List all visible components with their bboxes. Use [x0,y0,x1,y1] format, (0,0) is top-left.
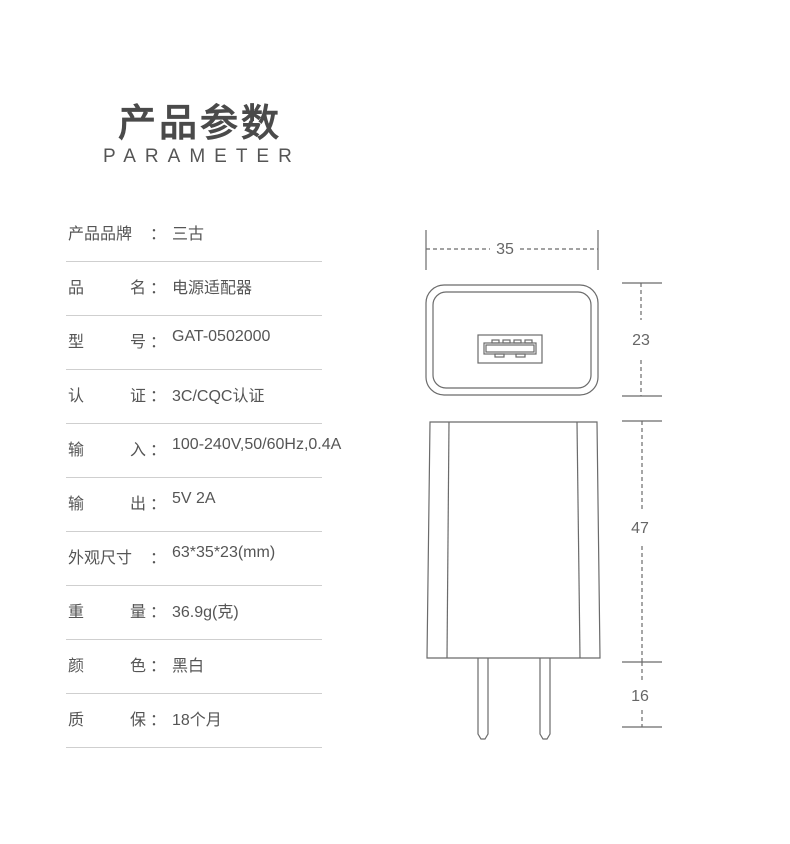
spec-label-part: 号 [129,332,146,351]
spec-value: GAT-0502000 [172,328,271,345]
spec-label: 外观尺寸 [68,544,146,568]
spec-label: 认证 [68,382,146,406]
charger-top-outer [425,284,599,396]
spec-label-part: 出 [129,494,146,513]
spec-row: 颜色：黑白 [66,640,322,694]
spec-label-part: 名 [129,278,146,297]
charger-body-right-edge [576,421,581,659]
spec-label: 输入 [68,436,146,460]
spec-colon: ： [150,656,167,675]
charger-body-left-edge [446,421,450,659]
pin-length-dimension-label: 16 [631,688,649,705]
spec-label-part: 证 [129,386,146,405]
spec-value: 3C/CQC认证 [172,388,265,405]
spec-row: 输入：100-240V,50/60Hz,0.4A [66,424,341,478]
spec-label-part: 外观尺寸 [68,548,133,567]
spec-value: 63*35*23(mm) [172,544,276,561]
spec-value: 18个月 [172,712,222,729]
spec-row: 输出：5V 2A [66,478,322,532]
usb-port-icon [477,334,543,364]
spec-row: 产品品牌 ： 三古 [66,208,322,262]
spec-label-part: 质 [68,710,85,729]
spec-label-part: 输 [68,440,85,459]
spec-colon: ： [150,548,167,567]
spec-label-part: 量 [129,602,146,621]
body-height-dimension-label: 47 [631,520,649,537]
spec-colon: ： [150,440,167,459]
spec-label-part: 认 [68,386,85,405]
spec-label: 质保 [68,706,146,730]
spec-label-part: 保 [129,710,146,729]
spec-colon: ： [150,494,167,513]
plug-pin-left [477,658,489,740]
spec-row: 品名：电源适配器 [66,262,322,316]
spec-row: 质保：18个月 [66,694,322,748]
spec-label-part: 输 [68,494,85,513]
spec-colon: ： [150,278,167,297]
spec-label-part: 产品品牌 [68,224,133,243]
spec-label: 型号 [68,328,146,352]
spec-label-part: 颜 [68,656,85,675]
spec-label-part: 色 [129,656,146,675]
spec-value: 5V 2A [172,490,216,507]
spec-label: 输出 [68,490,146,514]
spec-label-part: 品 [68,278,85,297]
spec-label-part: 型 [68,332,85,351]
charger-body-outline [426,421,601,659]
spec-value: 电源适配器 [172,280,253,297]
spec-value: 100-240V,50/60Hz,0.4A [172,436,342,453]
spec-colon: ： [150,224,167,243]
charger-top-inner [432,291,592,389]
spec-value: 三古 [172,226,205,243]
plug-pin-right [539,658,551,740]
spec-colon: ： [150,332,167,351]
spec-colon: ： [150,602,167,621]
spec-label-part: 重 [68,602,85,621]
spec-value: 36.9g(克) [172,604,239,621]
spec-label-part: 入 [129,440,146,459]
spec-colon: ： [150,386,167,405]
spec-label: 重量 [68,598,146,622]
spec-label: 产品品牌 [68,220,146,244]
spec-label: 品名 [68,274,146,298]
spec-label: 颜色 [68,652,146,676]
spec-value: 黑白 [172,658,205,675]
width-dimension-label: 35 [496,241,514,258]
spec-colon: ： [150,710,167,729]
page-title: 产品参数 [118,101,283,145]
spec-row: 型号：GAT-0502000 [66,316,322,370]
spec-row: 重量：36.9g(克) [66,586,322,640]
page-subtitle: PARAMETER [103,146,301,167]
spec-row: 外观尺寸 ： 63*35*23(mm) [66,532,322,586]
depth-dimension-label: 23 [632,332,650,349]
spec-row: 认证：3C/CQC认证 [66,370,322,424]
